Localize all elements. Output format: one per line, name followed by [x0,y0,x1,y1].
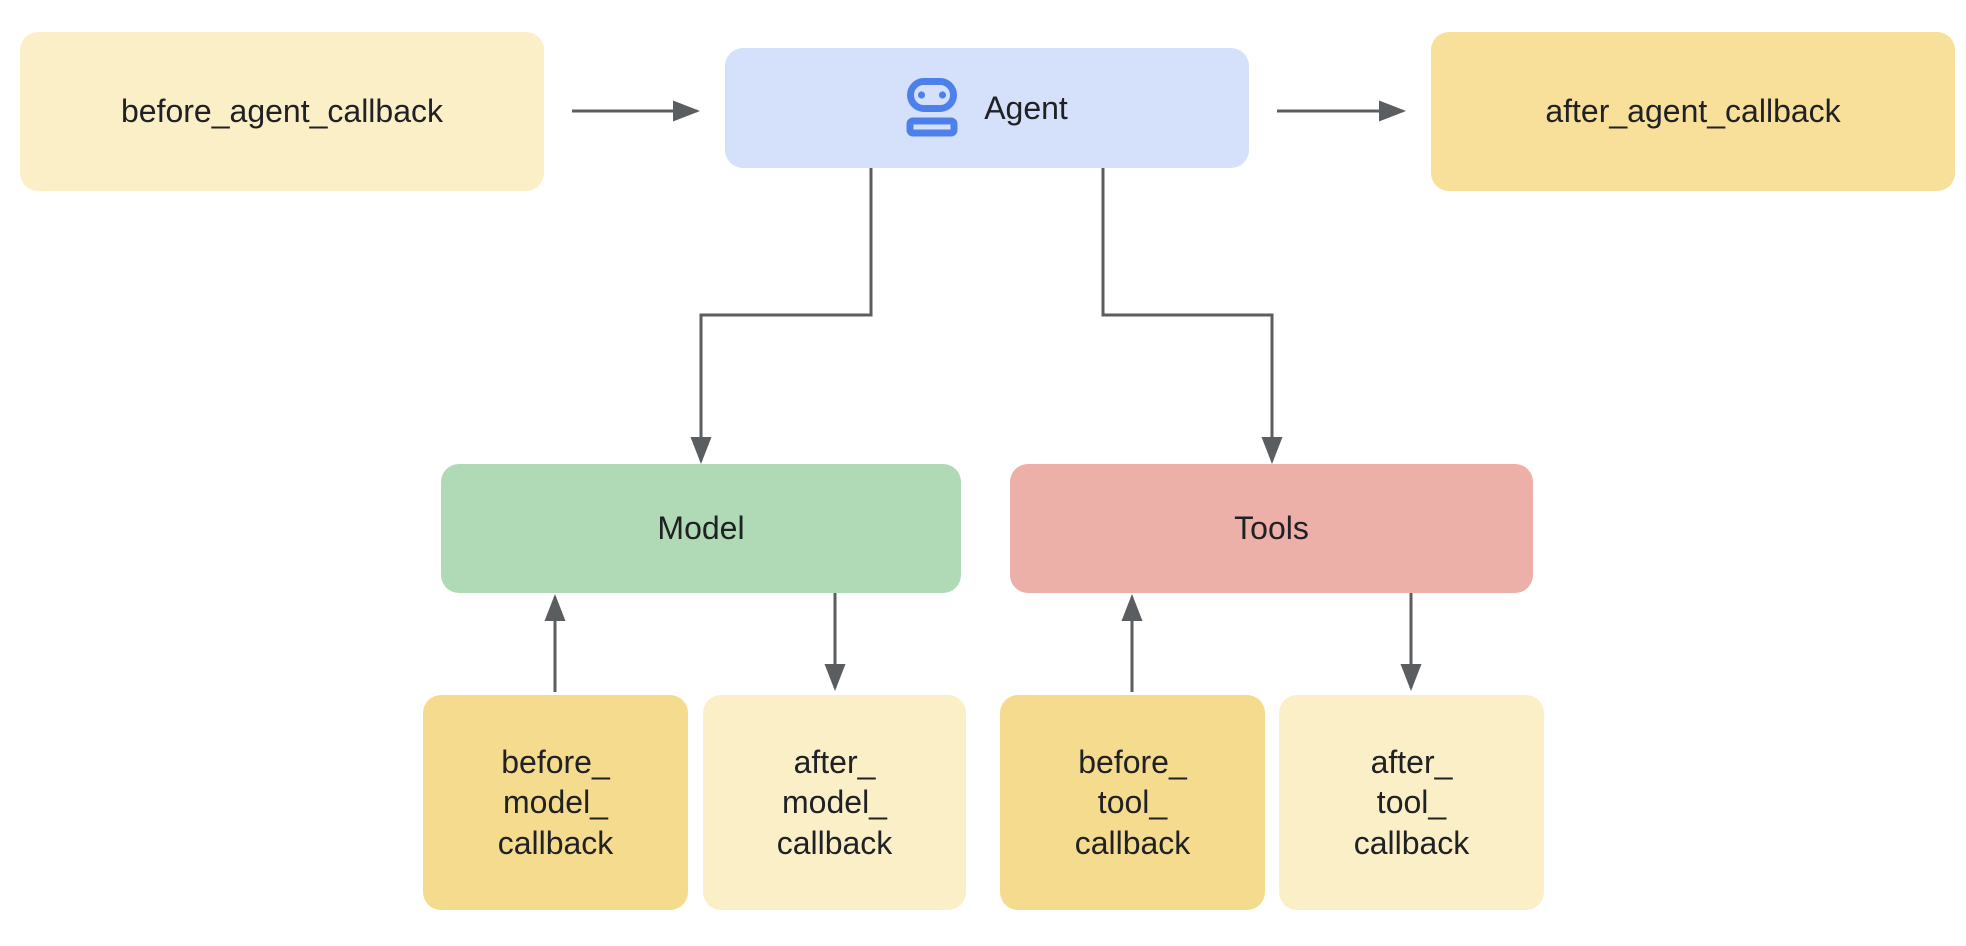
edge-agent-to-tools [1101,168,1283,464]
node-model: Model [441,464,961,593]
tools-label: Tools [1234,510,1309,546]
model-label: Model [657,510,745,546]
after-tool-callback-label: after_ tool_ callback [1353,744,1470,861]
after-model-callback-label: after_ model_ callback [776,744,893,861]
node-tools: Tools [1010,464,1533,593]
node-agent: Agent [725,48,1249,168]
node-before-model-callback: before_ model_ callback [423,695,688,910]
node-after-agent-callback: after_agent_callback [1431,32,1955,191]
before-tool-callback-label: before_ tool_ callback [1074,744,1191,861]
node-after-model-callback: after_ model_ callback [703,695,966,910]
node-before-tool-callback: before_ tool_ callback [1000,695,1265,910]
agent-label: Agent [984,89,1068,126]
before-model-callback-label: before_ model_ callback [497,744,614,861]
node-before-agent-callback: before_agent_callback [20,32,544,191]
before-agent-callback-label: before_agent_callback [120,93,443,129]
robot-icon [906,78,958,137]
edge-agent-to-model [690,168,873,464]
after-agent-callback-label: after_agent_callback [1545,93,1841,129]
node-after-tool-callback: after_ tool_ callback [1279,695,1544,910]
